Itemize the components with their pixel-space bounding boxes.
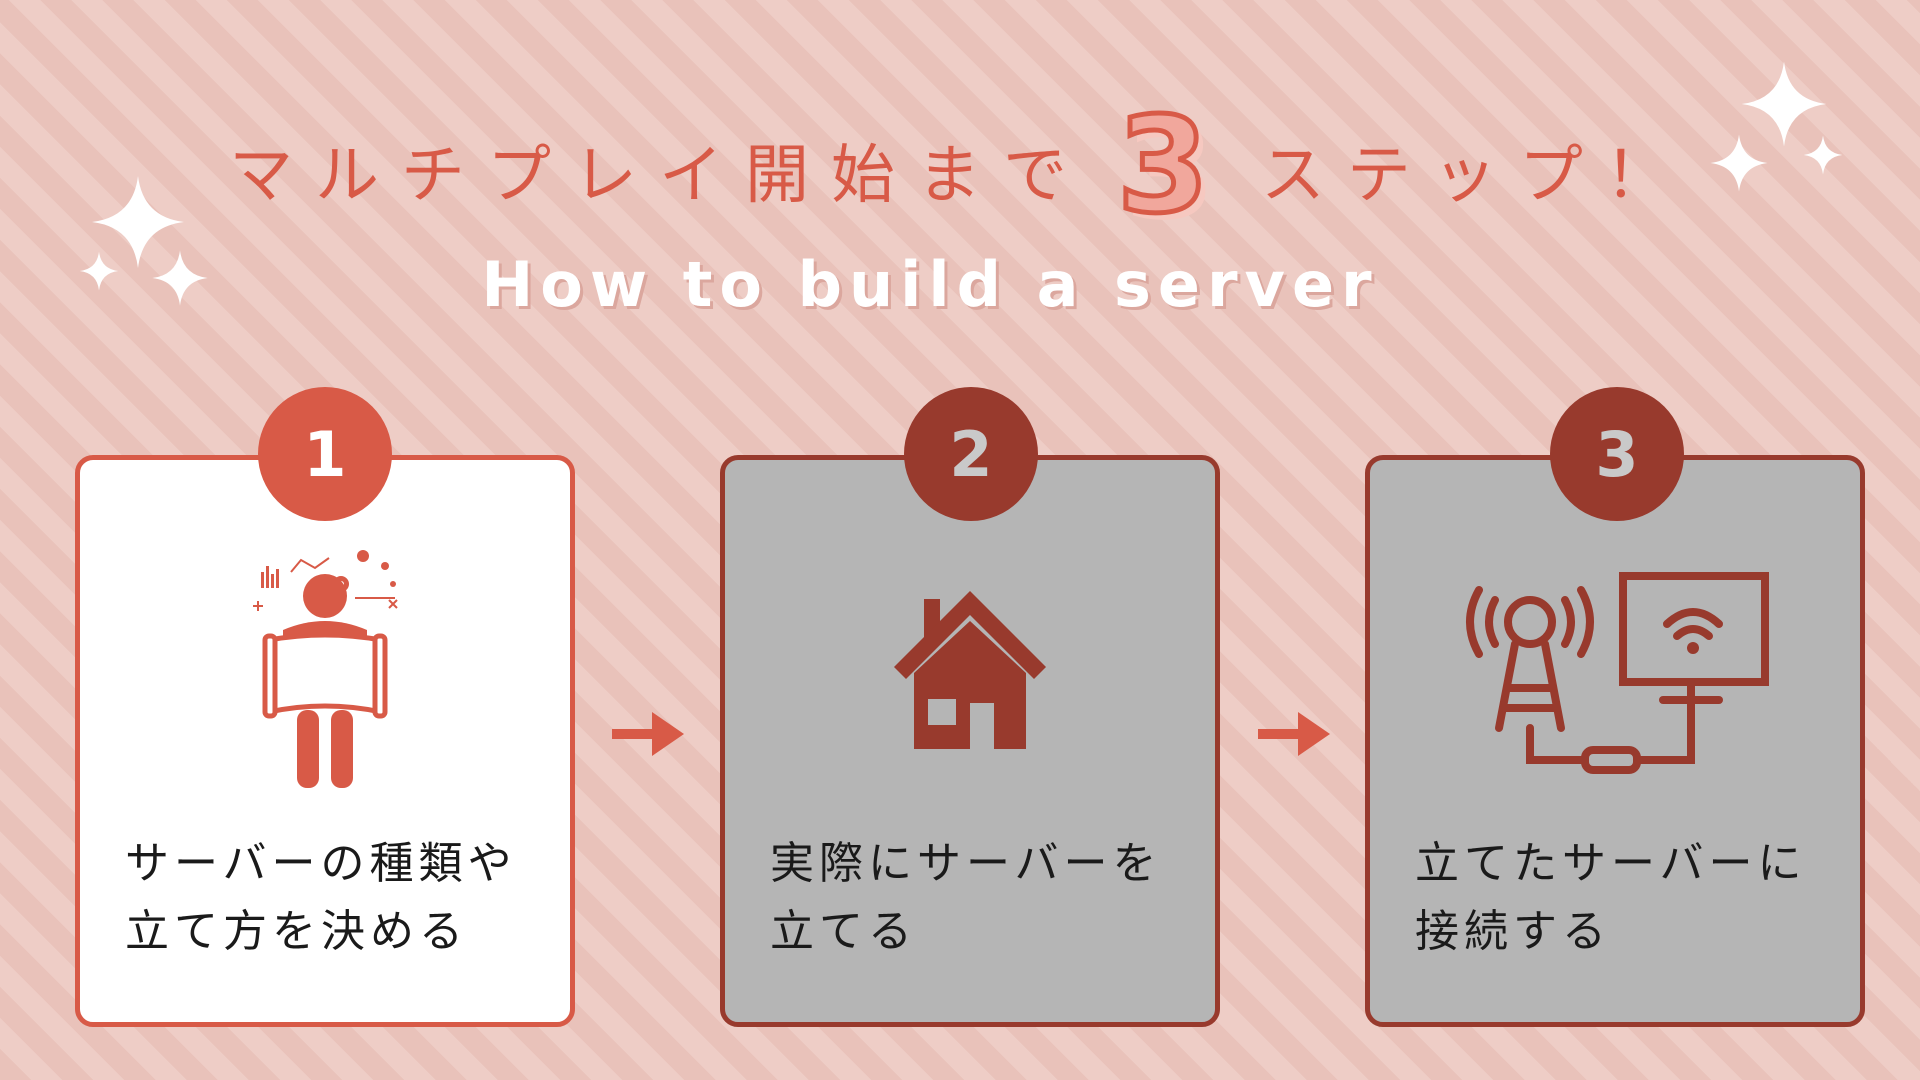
sparkle-icon [92,176,184,268]
sparkle-icon [1803,135,1843,175]
sparkle-icon [1710,134,1768,192]
title-step-count: 3 [1115,89,1212,243]
step-card-1: サーバーの種類や 立て方を決める [75,455,575,1027]
step-card-3: 立てたサーバーに 接続する [1365,455,1865,1027]
step-badge-3: 3 [1550,387,1684,521]
antenna-monitor-connection-icon [1466,572,1769,774]
step-3-line-2: 接続する [1415,906,1611,957]
sparkle-icon [79,251,119,291]
step-2-text: 実際にサーバーを 立てる [770,830,1190,966]
step-2-line-2: 立てる [770,906,917,957]
arrow-right-icon [1258,712,1330,756]
sparkle-icon [152,250,208,306]
title-suffix: ステップ！ [1260,139,1691,213]
step-1-text: サーバーの種類や 立て方を決める [125,830,545,966]
person-reading-blueprint-icon [253,550,398,788]
step-1-line-1: サーバーの種類や [125,838,517,889]
subtitle: How to build a server [481,248,1379,321]
step-card-2: 実際にサーバーを 立てる [720,455,1220,1027]
arrow-right-icon [612,712,684,756]
step-1-line-2: 立て方を決める [125,906,468,957]
step-badge-2: 2 [904,387,1038,521]
title-prefix: マルチプレイ開始まで [229,139,1090,213]
sparkle-icon [1741,61,1827,147]
step-2-line-1: 実際にサーバーを [770,838,1162,889]
step-3-text: 立てたサーバーに 接続する [1415,830,1835,966]
step-3-line-1: 立てたサーバーに [1415,838,1807,889]
house-icon [894,591,1046,749]
step-badge-1: 1 [258,387,392,521]
main-title: マルチプレイ開始まで 3 ステップ！ [0,90,1920,250]
